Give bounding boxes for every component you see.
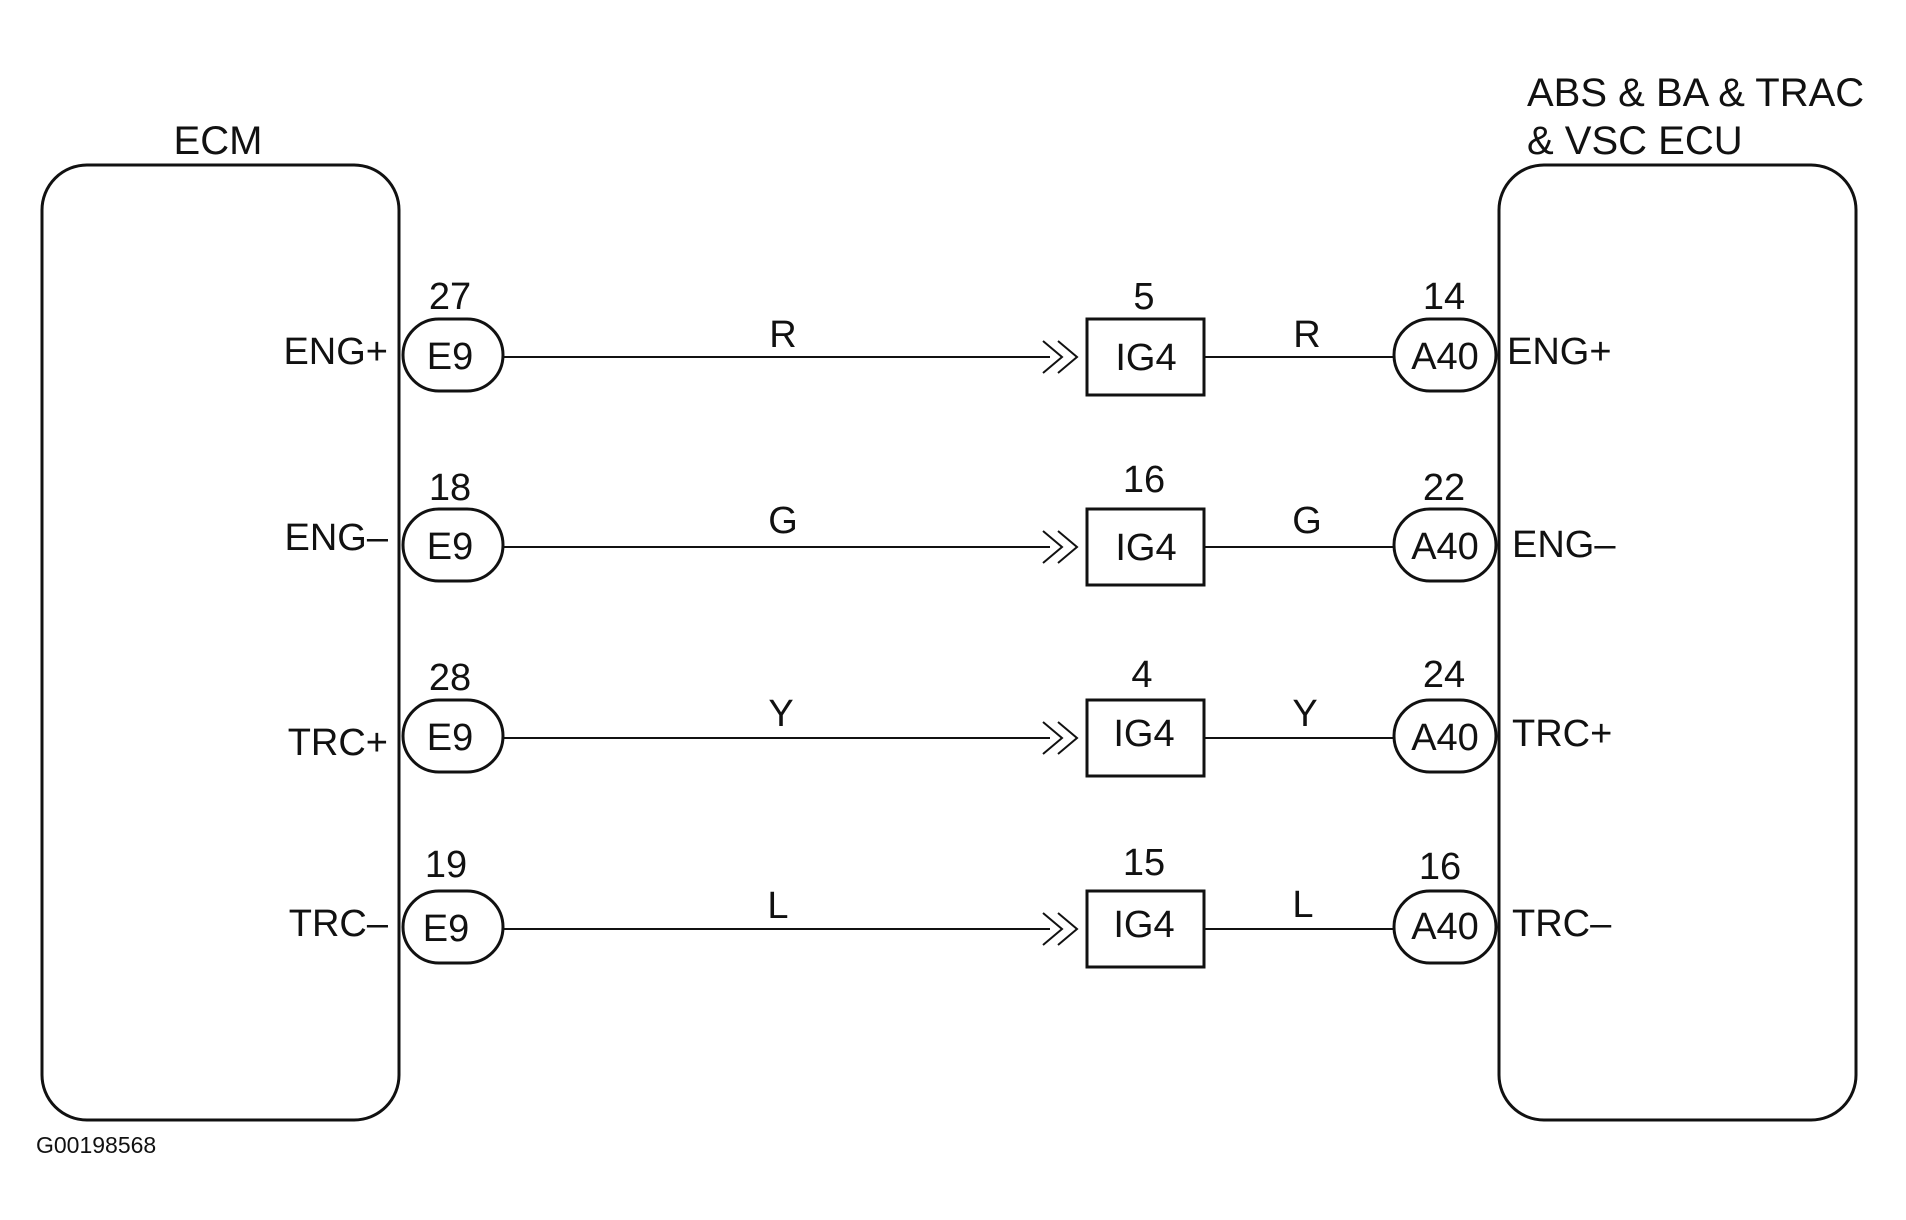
- circuit-row: ENG+ 27 E9 R 5 IG4 R 14 A40 ENG+: [283, 276, 1612, 397]
- wire-color-label: Y: [1292, 693, 1317, 735]
- ecm-connector-label: E9: [427, 526, 473, 568]
- abs-ecu-title-line1: ABS & BA & TRAC: [1527, 71, 1864, 115]
- ecu-connector-label: A40: [1411, 717, 1479, 759]
- ecu-pin-number: 14: [1423, 276, 1465, 318]
- male-terminal-icon: [1042, 340, 1079, 374]
- ecm-unit: ECM: [40, 119, 401, 1122]
- ecu-connector-label: A40: [1411, 526, 1479, 568]
- ecu-signal-label: TRC–: [1512, 903, 1612, 945]
- ecm-pin-number: 19: [425, 844, 467, 886]
- junction-connector-label: IG4: [1115, 337, 1176, 379]
- ecu-connector-label: A40: [1411, 906, 1479, 948]
- ecu-connector: [1392, 317, 1498, 393]
- wire-color-label: R: [1293, 314, 1320, 356]
- junction-pin-number: 5: [1133, 276, 1154, 318]
- wire-color-label: L: [1292, 884, 1313, 926]
- ecu-connector: [1392, 507, 1498, 583]
- ecm-connector-label: E9: [427, 717, 473, 759]
- ecu-signal-label: ENG+: [1507, 331, 1612, 373]
- abs-ecu-title-line2: & VSC ECU: [1527, 119, 1743, 163]
- ecm-box: [40, 163, 401, 1122]
- male-terminal-icon: [1042, 721, 1079, 755]
- ecm-pin-number: 28: [429, 657, 471, 699]
- abs-ecu-unit: ABS & BA & TRAC & VSC ECU: [1497, 71, 1864, 1122]
- figure-id: G00198568: [36, 1132, 156, 1158]
- ecm-connector-label: E9: [427, 336, 473, 378]
- ecm-signal-label: TRC+: [288, 722, 388, 764]
- circuit-row: ENG– 18 E9 G 16 IG4 G 22 A40 ENG–: [285, 459, 1616, 587]
- ecu-signal-label: TRC+: [1512, 713, 1612, 755]
- ecu-pin-number: 16: [1419, 846, 1461, 888]
- wire-color-label: R: [769, 314, 796, 356]
- junction-connector-label: IG4: [1113, 713, 1174, 755]
- ecm-connector: [401, 507, 505, 583]
- ecu-connector: [1392, 698, 1498, 774]
- ecu-connector: [1392, 889, 1498, 965]
- ecu-connector-label: A40: [1411, 336, 1479, 378]
- ecu-pin-number: 24: [1423, 654, 1465, 696]
- male-terminal-icon: [1042, 530, 1079, 564]
- ecm-connector: [401, 889, 505, 965]
- ecu-pin-number: 22: [1423, 467, 1465, 509]
- wire-color-label: G: [768, 500, 798, 542]
- ecm-signal-label: ENG+: [283, 331, 388, 373]
- ecm-connector: [401, 317, 505, 393]
- ecu-signal-label: ENG–: [1512, 524, 1616, 566]
- circuit-row: TRC+ 28 E9 Y 4 IG4 Y 24 A40 TRC+: [288, 654, 1612, 778]
- ecm-connector: [401, 698, 505, 774]
- wire-color-label: Y: [768, 693, 793, 735]
- junction-pin-number: 15: [1123, 842, 1165, 884]
- wire-color-label: G: [1292, 500, 1322, 542]
- junction-connector-label: IG4: [1115, 527, 1176, 569]
- ecm-signal-label: TRC–: [289, 903, 389, 945]
- circuit-row: TRC– 19 E9 L 15 IG4 L 16 A40 TRC–: [289, 842, 1612, 969]
- male-terminal-icon: [1042, 912, 1079, 946]
- ecm-pin-number: 27: [429, 276, 471, 318]
- ecm-title: ECM: [174, 119, 263, 163]
- junction-connector-label: IG4: [1113, 904, 1174, 946]
- junction-pin-number: 16: [1123, 459, 1165, 501]
- ecm-connector-label: E9: [423, 908, 469, 950]
- abs-ecu-box: [1497, 163, 1858, 1122]
- ecm-pin-number: 18: [429, 467, 471, 509]
- junction-pin-number: 4: [1131, 654, 1152, 696]
- ecm-signal-label: ENG–: [285, 517, 389, 559]
- wire-color-label: L: [767, 885, 788, 927]
